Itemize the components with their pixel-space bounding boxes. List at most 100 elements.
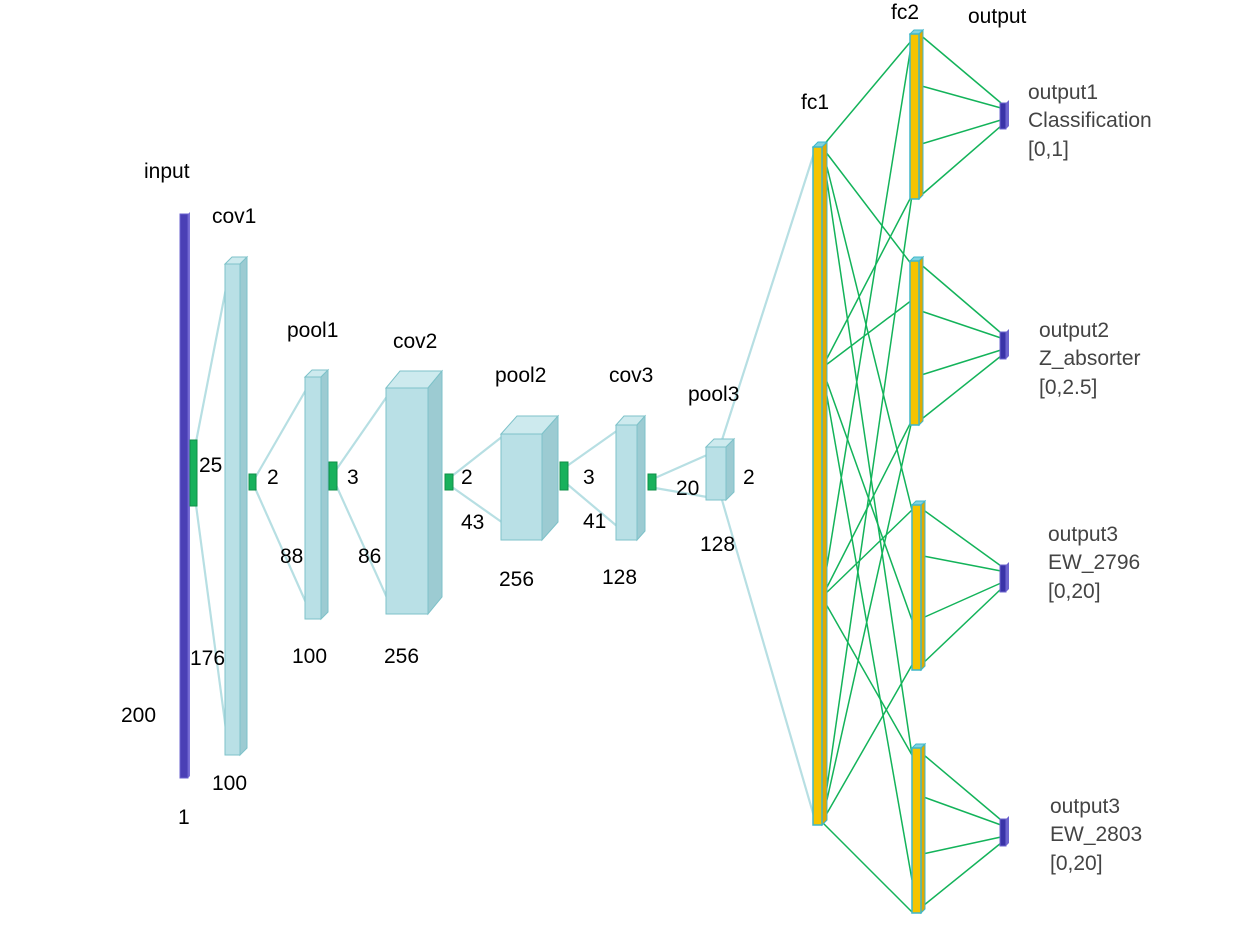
cov2-kernel <box>444 473 454 491</box>
input-layer <box>179 212 198 779</box>
link-cov3-pool3-bottom <box>654 486 708 499</box>
pool3-block <box>704 437 736 502</box>
cov3-face <box>615 424 638 541</box>
output-node-side <box>1006 329 1009 359</box>
cov2-label: cov2 <box>393 330 437 353</box>
link-cov1-pool1-bottom <box>253 487 309 606</box>
link-fc1-fc2 <box>821 664 913 823</box>
fc1-bar <box>812 146 823 826</box>
output-nodes <box>999 100 1009 847</box>
dense-connections <box>821 32 1002 913</box>
link-fc1-fc2 <box>821 367 913 621</box>
pool2-label: pool2 <box>495 364 546 387</box>
cov3-filters-label: 128 <box>602 566 637 589</box>
output-node-2 <box>999 331 1007 360</box>
link-fc2-output2 <box>917 355 1002 423</box>
link-fc1-fc2 <box>821 509 913 598</box>
pool2-side <box>541 414 559 542</box>
link-fc2-output1 <box>917 125 1002 199</box>
input-kernel-label: 25 <box>199 454 222 477</box>
link-pool2-cov3-top <box>566 429 619 467</box>
fc2-bar <box>911 504 922 671</box>
output-node-side <box>1006 816 1009 846</box>
output-3-id: output3 <box>1048 523 1118 546</box>
layer-labels: input 200 1 25 cov1 176 100 2 pool1 88 1… <box>121 1 1027 829</box>
cov1-block <box>223 255 249 757</box>
pool2-kernel-label: 3 <box>583 466 595 489</box>
output-node-side <box>1006 100 1009 129</box>
pool1-length-label: 88 <box>280 545 303 568</box>
link-fc1-fc2 <box>821 419 913 823</box>
cov2-filters-label: 256 <box>384 645 419 668</box>
pool2-kernel <box>559 461 569 491</box>
cov3-kernel <box>647 473 657 491</box>
pool1-kernel-label: 3 <box>347 466 359 489</box>
link-pool2-cov3-bottom <box>566 483 619 528</box>
link-fc1-fc2 <box>821 39 913 148</box>
cov3-side <box>636 414 646 542</box>
output-4-range: [0,20] <box>1050 852 1103 875</box>
pool1-block <box>303 368 330 621</box>
pool1-filters-label: 100 <box>292 645 327 668</box>
link-fc1-fc2 <box>821 146 913 266</box>
link-fc2-output2 <box>917 309 1002 339</box>
output-node-4 <box>999 818 1007 847</box>
output-2-id: output2 <box>1039 319 1109 342</box>
output-node-side <box>1006 562 1009 592</box>
link-fc2-output1 <box>917 119 1002 146</box>
output-4-name: EW_2803 <box>1050 823 1142 846</box>
cov1-filters-label: 100 <box>212 772 247 795</box>
cov1-kernel <box>248 473 257 491</box>
fc2-label: fc2 <box>891 1 919 24</box>
output-1-range: [0,1] <box>1028 138 1069 161</box>
fc2-bar <box>909 260 920 426</box>
link-fc2-output2 <box>917 261 1002 334</box>
fc2-bar <box>909 33 920 200</box>
pool1-label: pool1 <box>287 319 338 342</box>
output-header-label: output <box>968 5 1027 28</box>
input-width-label: 1 <box>178 806 190 829</box>
input-height-label: 200 <box>121 704 156 727</box>
link-fc2-output3 <box>917 554 1002 572</box>
output-3-range: [0,20] <box>1048 580 1101 603</box>
output-labels: output1 Classification [0,1] output2 Z_a… <box>1028 81 1152 875</box>
link-pool3-fc1-top <box>720 149 817 441</box>
fc2-layer-1 <box>908 28 925 201</box>
layer-connectors <box>194 149 817 821</box>
link-pool1-cov2-top <box>335 394 389 471</box>
pool1-face <box>304 376 322 620</box>
link-fc2-output4 <box>917 842 1002 911</box>
fc2-layer-4 <box>910 742 927 915</box>
output-4-id: output3 <box>1050 795 1120 818</box>
link-cov3-pool3-top <box>654 453 708 480</box>
input-label: input <box>144 160 190 183</box>
cov2-block <box>384 369 444 616</box>
fc2-bar <box>911 747 922 914</box>
link-fc1-fc2 <box>821 39 913 598</box>
link-pool1-cov2-bottom <box>334 484 390 601</box>
link-pool3-fc1-bottom <box>720 499 817 821</box>
link-fc2-output1 <box>917 84 1002 109</box>
link-fc1-fc2 <box>821 194 913 823</box>
link-fc2-output3 <box>917 582 1002 621</box>
pool2-face <box>500 433 543 541</box>
link-fc1-fc2 <box>821 821 913 913</box>
link-input-cov1-top <box>194 277 230 443</box>
input-bar <box>179 213 189 779</box>
link-cov1-pool1-top <box>254 387 308 479</box>
output-1-name: Classification <box>1028 109 1152 132</box>
link-fc1-fc2 <box>821 146 913 756</box>
cov1-length-label: 176 <box>190 647 225 670</box>
cov3-label: cov3 <box>609 364 653 387</box>
cov1-kernel-label: 2 <box>267 466 279 489</box>
pool1-side <box>320 368 329 621</box>
cov2-side <box>427 369 443 616</box>
link-fc2-output4 <box>917 836 1002 856</box>
fc2-layer-3 <box>910 499 927 672</box>
output-2-range: [0,2.5] <box>1039 376 1097 399</box>
link-fc2-output3 <box>917 505 1002 567</box>
link-fc2-output2 <box>917 349 1002 377</box>
pool3-filters-label: 128 <box>700 533 735 556</box>
link-cov2-pool2-bottom <box>451 486 504 524</box>
pool2-filters-label: 256 <box>499 568 534 591</box>
